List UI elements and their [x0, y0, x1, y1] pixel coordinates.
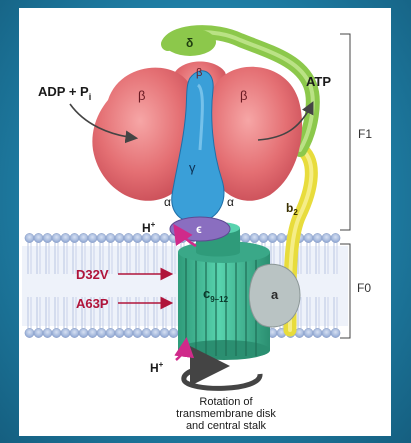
beta-left-label: β — [138, 88, 145, 103]
beta-right-label: β — [240, 88, 247, 103]
a-subunit-label: a — [271, 287, 279, 302]
alpha-right-label: α — [227, 195, 234, 209]
adp-label: ADP + Pi — [38, 84, 91, 102]
f0-label: F0 — [357, 281, 371, 295]
rotation-caption-line2: transmembrane disk — [176, 408, 276, 420]
proton-bottom-label: H+ — [150, 360, 164, 375]
delta-label: δ — [186, 36, 193, 50]
atp-label: ATP — [306, 74, 331, 89]
gamma-label: γ — [189, 160, 196, 175]
proton-top-label: H+ — [142, 220, 156, 235]
rotation-caption-line1: Rotation of — [199, 396, 253, 408]
f1-bracket — [340, 34, 350, 230]
f1-label: F1 — [358, 127, 372, 141]
alpha-left-label: α — [164, 195, 171, 209]
rotation-arrow — [184, 366, 260, 388]
epsilon-label: ϵ — [196, 222, 202, 236]
d32v-label: D32V — [76, 267, 109, 282]
a63p-label: A63P — [76, 296, 109, 311]
rotation-caption-line3: and central stalk — [186, 420, 267, 432]
beta-top-label: β — [196, 67, 202, 79]
b2-label: b2 — [286, 201, 298, 217]
